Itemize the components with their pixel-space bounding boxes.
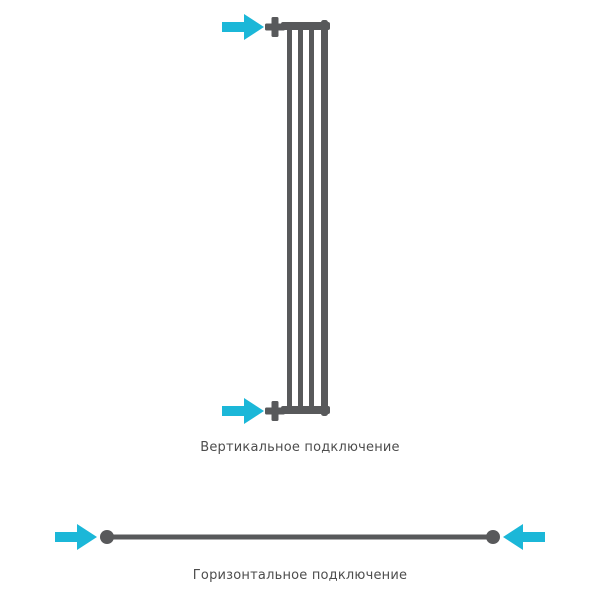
pipe-fitting-bottom-icon [265, 401, 285, 421]
arrow-shape [55, 524, 97, 550]
fitting-horizontal-bar [265, 23, 285, 31]
rail-tube [298, 24, 303, 412]
vertical-rail [265, 17, 330, 421]
pipe-end-left [100, 530, 114, 544]
flow-arrow-left-icon [503, 524, 545, 550]
rail-tube-right [321, 20, 328, 416]
horizontal-connection-diagram [55, 524, 545, 550]
rail-bottom-cap [281, 406, 330, 414]
arrow-shape [222, 398, 264, 424]
pipe-end-right [486, 530, 500, 544]
pipe-fitting-top-icon [265, 17, 285, 37]
rail-tube [287, 24, 292, 412]
arrow-shape [222, 14, 264, 40]
rail-tube [309, 24, 314, 412]
fitting-horizontal-bar [265, 407, 285, 415]
flow-arrow-right-icon [222, 14, 264, 40]
flow-arrow-right-icon [222, 398, 264, 424]
horizontal-connection-label: Горизонтальное подключение [192, 568, 408, 583]
vertical-connection-diagram [222, 14, 330, 424]
flow-arrow-right-icon [55, 524, 97, 550]
horizontal-pipe [100, 530, 500, 544]
vertical-connection-label: Вертикальное подключение [200, 440, 400, 455]
rail-top-cap [281, 22, 330, 30]
pipe-body [107, 534, 493, 540]
arrow-shape [503, 524, 545, 550]
